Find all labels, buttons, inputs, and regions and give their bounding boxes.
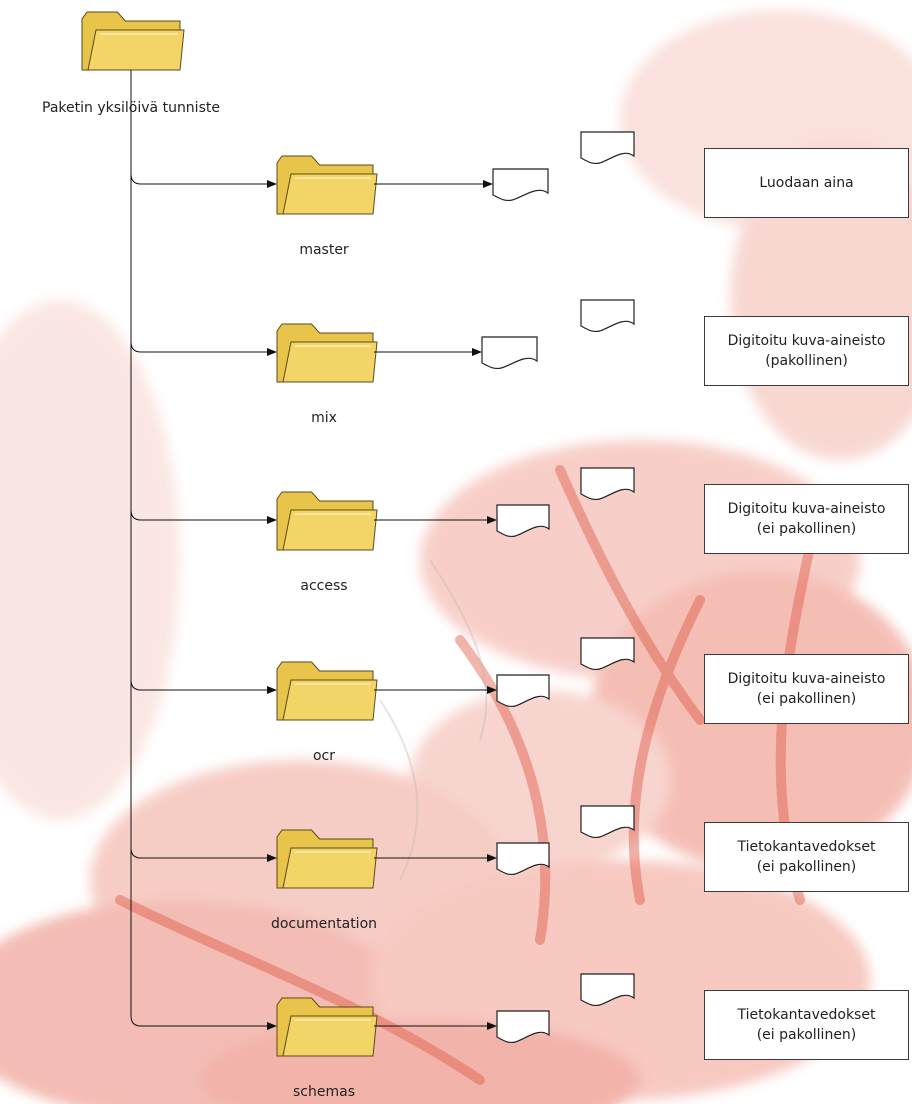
description-line: (ei pakollinen) <box>756 521 857 537</box>
description-box-mix: Digitoitu kuva-aineisto (pakollinen) <box>704 316 909 386</box>
folder-icon-mix <box>276 323 378 383</box>
branch-arrow-documentation <box>130 847 277 862</box>
root-folder-label: Paketin yksilöivä tunniste <box>42 100 220 116</box>
description-line: (ei pakollinen) <box>756 1027 857 1043</box>
description-line: (ei pakollinen) <box>756 859 857 875</box>
description-line: Luodaan aina <box>759 175 854 191</box>
description-line: (pakollinen) <box>765 353 848 369</box>
description-line: Digitoitu kuva-aineisto <box>727 333 886 349</box>
folder-label-ocr: ocr <box>312 748 336 764</box>
description-box-documentation: Tietokantavedokset (ei pakollinen) <box>704 822 909 892</box>
folder-icon-documentation <box>276 829 378 889</box>
folder-icon <box>81 11 185 71</box>
branch-arrow-master <box>130 173 277 188</box>
metadata-document-icon-ocr <box>580 637 635 671</box>
folder-label-schemas: schemas <box>293 1084 355 1100</box>
document-icon-access <box>496 504 550 538</box>
folder-label-documentation: documentation <box>270 916 378 932</box>
document-icon-master <box>492 168 549 202</box>
description-box-schemas: Tietokantavedokset (ei pakollinen) <box>704 990 909 1060</box>
description-line: (ei pakollinen) <box>756 691 857 707</box>
folder-label-access: access <box>300 578 348 594</box>
description-line: Tietokantavedokset <box>737 1007 876 1023</box>
description-line: Tietokantavedokset <box>737 839 876 855</box>
folder-icon-ocr <box>276 661 378 721</box>
description-line: Digitoitu kuva-aineisto <box>727 501 886 517</box>
document-icon-ocr <box>496 674 550 708</box>
description-box-ocr: Digitoitu kuva-aineisto (ei pakollinen) <box>704 654 909 724</box>
folder-icon-schemas <box>276 997 378 1057</box>
folder-icon-access <box>276 491 378 551</box>
metadata-document-icon-schemas <box>580 973 635 1007</box>
description-box-master: Luodaan aina <box>704 148 909 218</box>
branch-arrow-access <box>130 509 277 524</box>
metadata-document-icon-documentation <box>580 805 635 839</box>
metadata-document-icon-master <box>580 131 635 165</box>
description-box-access: Digitoitu kuva-aineisto (ei pakollinen) <box>704 484 909 554</box>
branch-arrow-ocr <box>130 679 277 694</box>
metadata-document-icon-access <box>580 467 635 501</box>
document-icon-documentation <box>496 842 550 876</box>
branch-arrow-mix <box>130 341 277 356</box>
document-icon-schemas <box>496 1010 550 1044</box>
metadata-document-icon-mix <box>580 299 635 333</box>
folder-icon-master <box>276 155 378 215</box>
branch-arrow-schemas <box>130 1015 277 1030</box>
folder-label-mix: mix <box>311 410 337 426</box>
document-icon-mix <box>481 336 538 370</box>
description-line: Digitoitu kuva-aineisto <box>727 671 886 687</box>
folder-label-master: master <box>299 242 349 258</box>
